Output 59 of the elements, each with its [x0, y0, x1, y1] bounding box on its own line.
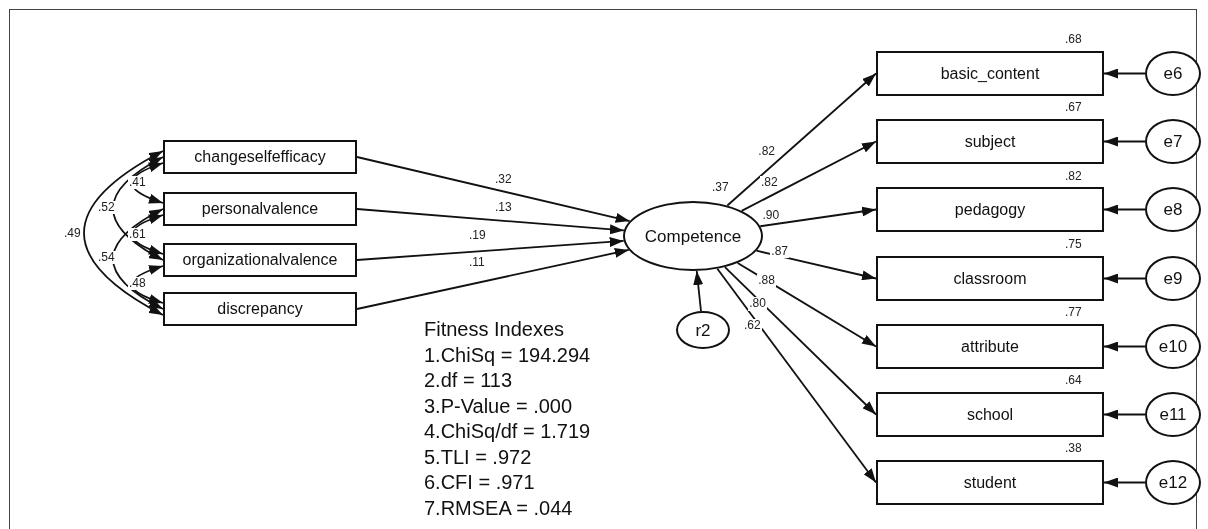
fit-index-line: 4.ChiSq/df = 1.719: [424, 419, 591, 444]
path-arrow: [755, 249, 877, 281]
fit-index-line: 7.RMSEA = .044: [424, 495, 574, 521]
observed-variable-box: student: [876, 460, 1104, 505]
error-term-circle: e8: [1145, 187, 1201, 232]
observed-variable-box: attribute: [876, 324, 1104, 369]
observed-variable-box: pedagogy: [876, 187, 1104, 232]
fit-index-line: 1.ChiSq = 194.294: [424, 342, 591, 368]
path-arrow: [1103, 409, 1146, 420]
observed-variable-box: school: [876, 392, 1104, 437]
edge-label: .54: [97, 251, 116, 265]
covariance-arrow: [112, 156, 164, 261]
error-term-circle: r2: [676, 311, 730, 349]
path-arrow: [1103, 477, 1146, 488]
path-arrow: [759, 206, 877, 228]
error-term-circle: e11: [1145, 392, 1201, 437]
path-arrow: [1103, 136, 1146, 147]
edge-label: .87: [770, 245, 789, 259]
error-term-circle: e7: [1145, 119, 1201, 164]
error-term-circle: e10: [1145, 324, 1201, 369]
observed-variable-box: changeselfefficacy: [163, 140, 357, 174]
path-arrow: [736, 262, 877, 348]
error-term-circle: e6: [1145, 51, 1201, 96]
observed-variable-box: personalvalence: [163, 192, 357, 226]
path-arrow: [356, 208, 625, 235]
edge-label: .52: [97, 201, 116, 215]
observed-variable-box: subject: [876, 119, 1104, 164]
path-arrow: [1103, 341, 1146, 352]
error-term-circle: e9: [1145, 256, 1201, 301]
edge-label: .80: [748, 297, 767, 311]
fit-index-line: 2.df = 113: [424, 368, 514, 393]
path-arrow: [740, 140, 877, 212]
latent-variable-ellipse: Competence: [623, 201, 763, 271]
covariance-arrow: [112, 208, 164, 310]
fit-index-line: 3.P-Value = .000: [424, 393, 574, 419]
edge-label: .48: [128, 277, 147, 291]
path-arrow: [356, 156, 631, 223]
error-term-circle: e12: [1145, 460, 1201, 505]
fit-index-line: 6.CFI = .971: [424, 470, 536, 495]
path-arrow: [1103, 68, 1146, 79]
edge-label: .62: [742, 318, 762, 333]
covariance-arrow: [131, 162, 164, 204]
observed-variable-box: classroom: [876, 256, 1104, 301]
observed-variable-box: organizationalvalence: [163, 243, 357, 277]
path-arrow: [724, 266, 877, 416]
path-arrow: [1103, 273, 1146, 284]
covariance-arrow: [131, 265, 164, 304]
covariance-arrow: [83, 150, 164, 316]
observed-variable-box: basic_content: [876, 51, 1104, 96]
path-arrow: [356, 236, 625, 261]
edge-label: .41: [128, 176, 147, 190]
edge-label: .61: [128, 228, 147, 242]
fit-index-line: 5.TLI = .972: [424, 444, 533, 470]
path-arrow: [726, 72, 877, 207]
edge-label: .88: [757, 274, 776, 288]
path-arrow: [693, 270, 704, 312]
observed-variable-box: discrepancy: [163, 292, 357, 326]
fit-indexes-heading: Fitness Indexes: [424, 317, 566, 342]
path-arrow: [1103, 204, 1146, 215]
